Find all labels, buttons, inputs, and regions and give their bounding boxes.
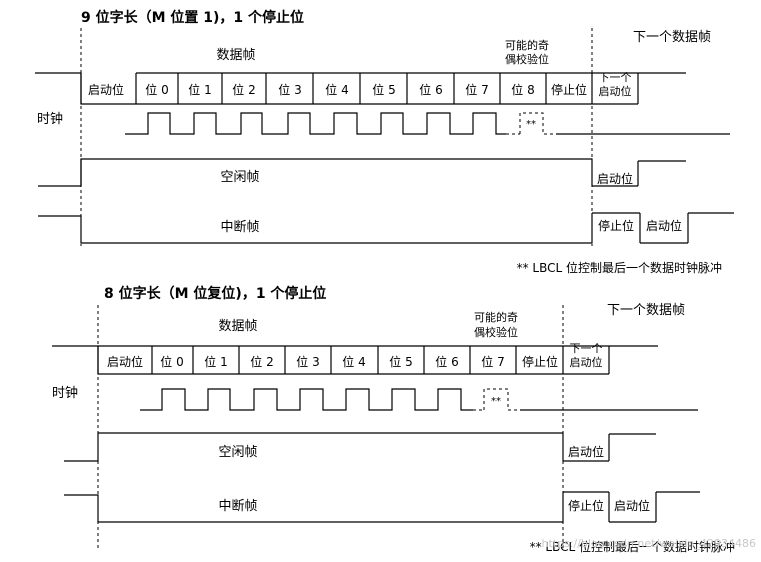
cell-bit: 位 7 xyxy=(465,82,488,97)
break-frame-label: 中断帧 xyxy=(218,499,257,514)
clock-label: 时钟 xyxy=(52,385,78,401)
break-frame: 中断帧 停止位 启动位 xyxy=(38,212,734,244)
cell-bit: 位 0 xyxy=(145,82,168,97)
clock-line: 时钟 ** xyxy=(52,385,698,411)
cell-parity-bit: 位 8 xyxy=(511,82,534,97)
data-frame-label: 数据帧 xyxy=(216,48,255,63)
cell-bit: 位 2 xyxy=(250,354,273,369)
cell-bit: 位 1 xyxy=(188,82,211,97)
cell-start-bit: 启动位 xyxy=(88,82,124,97)
break-frame-box xyxy=(64,492,564,523)
next-frame-label: 下一个数据帧 xyxy=(633,30,711,45)
parity-label: 偶校验位 xyxy=(505,52,549,66)
idle-frame-box xyxy=(38,158,593,187)
idle-frame-label: 空闲帧 xyxy=(218,445,257,460)
cell-bit: 位 2 xyxy=(232,82,255,97)
section-8bit: 8 位字长（M 位复位)，1 个停止位 数据帧 可能的奇 偶校验位 下一个数据帧 xyxy=(52,285,735,554)
parity-label: 偶校验位 xyxy=(474,325,518,339)
idle-frame: 空闲帧 启动位 xyxy=(64,432,656,462)
cell-bit: 位 1 xyxy=(204,354,227,369)
next-start-bit: 启动位 xyxy=(599,84,632,98)
clock-marker: ** xyxy=(526,119,536,130)
next-start-bit: 下一个 xyxy=(570,342,603,355)
break-frame-box xyxy=(38,213,593,244)
data-frame-label: 数据帧 xyxy=(218,319,257,334)
lbcl-note: ** LBCL 位控制最后一个数据时钟脉冲 xyxy=(530,539,735,554)
cell-bit: 位 5 xyxy=(372,82,395,97)
break-start-bit: 启动位 xyxy=(646,218,682,233)
parity-label: 可能的奇 xyxy=(505,38,549,52)
section-9bit: 9 位字长（M 位置 1)，1 个停止位 数据帧 可能的奇 偶校验位 下一个数据… xyxy=(35,9,734,275)
next-frame-label: 下一个数据帧 xyxy=(607,303,685,318)
idle-next-start-bit: 启动位 xyxy=(597,171,633,186)
section-title: 9 位字长（M 位置 1)，1 个停止位 xyxy=(81,9,304,26)
parity-label: 可能的奇 xyxy=(474,310,518,324)
cell-bit: 位 6 xyxy=(435,354,458,369)
section-title: 8 位字长（M 位复位)，1 个停止位 xyxy=(104,285,326,302)
lbcl-note: ** LBCL 位控制最后一个数据时钟脉冲 xyxy=(517,260,722,275)
cell-bit: 位 5 xyxy=(389,354,412,369)
cell-bit: 位 3 xyxy=(278,82,301,97)
cell-bit: 位 4 xyxy=(325,82,348,97)
watermark: https://blog.csdn.net/weixin_42934486 xyxy=(541,537,756,550)
break-start-bit: 启动位 xyxy=(614,498,650,513)
cell-stop-bit: 停止位 xyxy=(522,354,558,369)
next-start-bit: 启动位 xyxy=(570,355,603,369)
cell-bit: 位 4 xyxy=(342,354,365,369)
cell-start-bit: 启动位 xyxy=(107,354,143,369)
cell-bit: 位 3 xyxy=(296,354,319,369)
data-line: 启动位 位 0 位 1 位 2 位 3 位 4 位 5 位 6 位 7 停止位 … xyxy=(52,342,658,375)
break-stop-bit: 停止位 xyxy=(568,498,604,513)
break-frame-label: 中断帧 xyxy=(220,220,259,235)
cell-bit: 位 0 xyxy=(160,354,183,369)
break-stop-bit: 停止位 xyxy=(598,218,634,233)
idle-frame-label: 空闲帧 xyxy=(220,170,259,185)
clock-waveform xyxy=(140,388,473,411)
clock-line: 时钟 ** xyxy=(37,111,730,135)
cell-stop-bit: 停止位 xyxy=(551,82,587,97)
break-frame: 中断帧 停止位 启动位 xyxy=(64,491,700,523)
idle-frame-box xyxy=(64,432,564,462)
clock-marker: ** xyxy=(491,396,501,407)
clock-waveform xyxy=(125,112,506,135)
data-line: 启动位 位 0 位 1 位 2 位 3 位 4 位 5 位 6 位 7 位 8 … xyxy=(35,71,686,105)
idle-frame: 空闲帧 启动位 xyxy=(38,158,686,187)
next-start-bit: 下一个 xyxy=(599,71,632,84)
cell-bit: 位 6 xyxy=(419,82,442,97)
cell-bit: 位 7 xyxy=(481,354,504,369)
clock-label: 时钟 xyxy=(37,111,63,127)
idle-next-start-bit: 启动位 xyxy=(568,444,604,459)
